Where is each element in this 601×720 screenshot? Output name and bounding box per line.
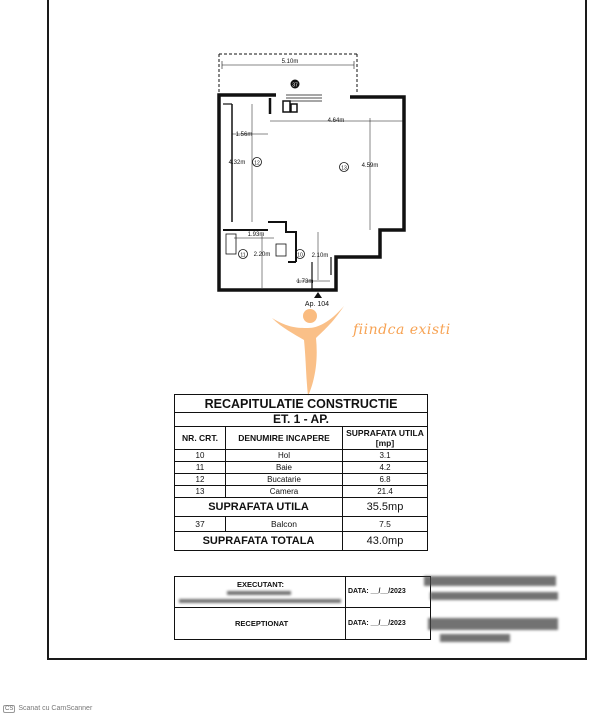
redacted-text [227, 591, 291, 595]
svg-text:11: 11 [240, 253, 245, 259]
recap-subtitle: ET. 1 - AP. [174, 412, 428, 427]
redacted-stamp [440, 634, 510, 642]
scanner-text: Scanat cu CamScanner [18, 705, 93, 712]
dim-width-total: 5.10m [221, 59, 355, 69]
header-name: DENUMIRE INCAPERE [225, 426, 343, 450]
svg-text:37: 37 [292, 83, 298, 89]
dim-hall-width: 1.73m [296, 279, 330, 285]
balcony-window [286, 94, 322, 102]
header-area: SUPRAFATA UTILA [mp] [342, 426, 428, 450]
svg-text:13: 13 [341, 166, 347, 172]
reception-label: RECEPTIONAT [235, 619, 289, 628]
dim-left-width: 1.56m [232, 132, 268, 138]
dim-left-height: 4.32m [229, 104, 253, 222]
table-row: 11 Baie 4.2 [174, 461, 428, 474]
svg-text:4.64m: 4.64m [328, 118, 345, 124]
redacted-text [179, 599, 341, 603]
apartment-label: Ap. 104 [305, 301, 329, 308]
dim-inner-width: 4.64m [270, 118, 404, 124]
entrance-arrow-icon [314, 292, 322, 298]
date-field-2: DATA: __/__/2023 [348, 620, 406, 627]
table-row: 13 Camera 21.4 [174, 485, 428, 498]
dim-bath-width: 1.93m [234, 232, 274, 239]
svg-text:12: 12 [254, 161, 260, 167]
camscanner-icon: CS [3, 705, 16, 713]
useful-area-row: SUPRAFATA UTILA 35.5mp [174, 497, 428, 517]
header-nr: NR. CRT. [174, 426, 226, 450]
outer-walls [217, 93, 406, 292]
signature-block: EXECUTANT: RECEPTIONAT DATA: __/__/2023 … [174, 576, 431, 640]
svg-text:1.93m: 1.93m [248, 232, 265, 238]
dim-width-total-label: 5.10m [282, 59, 299, 65]
balcony-outline [218, 53, 358, 93]
dim-hall-height: 2.10m [312, 232, 329, 280]
total-area-label: SUPRAFATA TOTALA [174, 531, 343, 551]
redacted-stamp [428, 618, 558, 630]
room-number-balcony: 37 [290, 79, 300, 89]
closet [268, 98, 298, 114]
room-number-room: 13 [339, 162, 349, 172]
svg-text:4.59m: 4.59m [362, 163, 379, 169]
dim-right-height: 4.59m [362, 118, 379, 230]
useful-area-label: SUPRAFATA UTILA [174, 497, 343, 517]
recap-table: RECAPITULATIE CONSTRUCTIE ET. 1 - AP. NR… [174, 394, 428, 551]
redacted-stamp [430, 592, 558, 600]
logo-figure-icon [272, 306, 344, 396]
total-area-value: 43.0mp [342, 531, 428, 551]
room-number-kitchen: 12 [252, 157, 262, 167]
svg-text:2.20m: 2.20m [254, 252, 271, 258]
date-field-1: DATA: __/__/2023 [348, 588, 406, 595]
bath-fixtures [225, 233, 287, 257]
room-number-hall: 10 [295, 249, 305, 259]
logo-text: fiindca existi [353, 322, 451, 338]
table-row: 10 Hol 3.1 [174, 449, 428, 462]
useful-area-value: 35.5mp [342, 497, 428, 517]
dim-bath-height: 2.20m [254, 234, 271, 288]
recap-title: RECAPITULATIE CONSTRUCTIE [174, 394, 428, 413]
executant-label: EXECUTANT: [237, 580, 284, 589]
svg-text:1.56m: 1.56m [236, 132, 253, 138]
svg-text:1.73m: 1.73m [297, 279, 314, 285]
svg-text:4.32m: 4.32m [229, 160, 246, 166]
page-border [47, 0, 587, 660]
balcony-row: 37 Balcon 7.5 [174, 516, 428, 532]
inner-walls [223, 103, 332, 290]
total-area-row: SUPRAFATA TOTALA 43.0mp [174, 531, 428, 551]
svg-text:2.10m: 2.10m [312, 253, 329, 259]
room-number-bath: 11 [238, 249, 248, 259]
svg-text:10: 10 [297, 253, 303, 259]
table-row: 12 Bucatarie 6.8 [174, 473, 428, 486]
redacted-stamp [424, 576, 556, 586]
